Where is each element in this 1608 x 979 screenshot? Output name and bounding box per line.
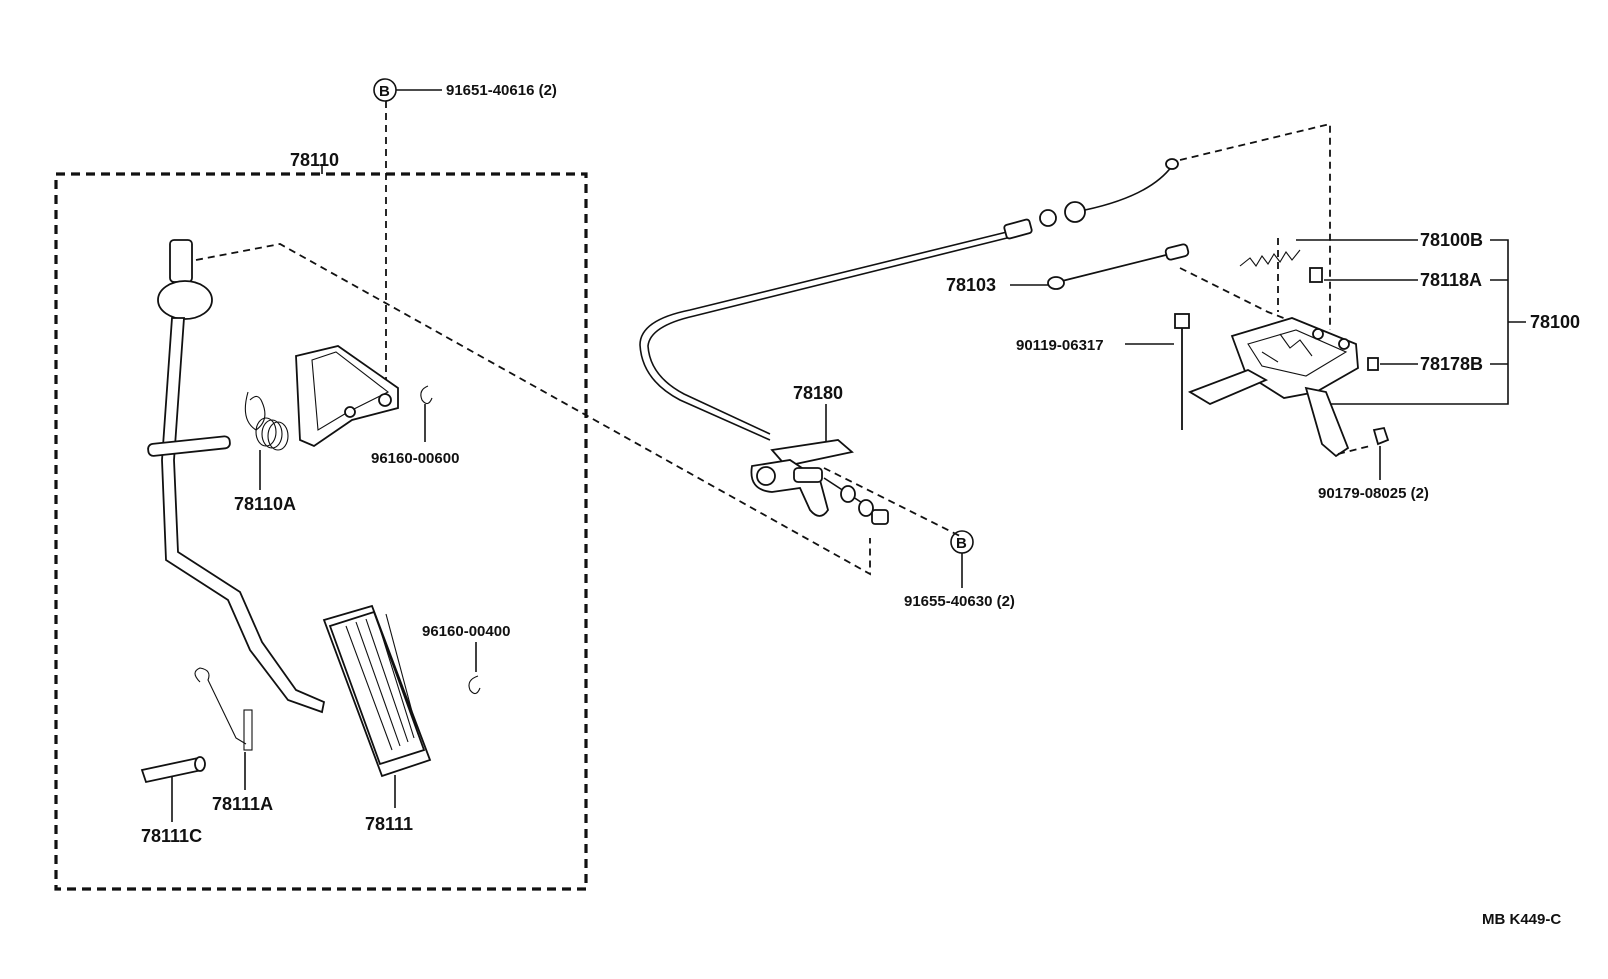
spring-78111a-wire [194,667,247,745]
link-body-face [1247,329,1348,377]
cable-fitting [1003,218,1033,240]
lever-rod [161,317,326,714]
link-lever-arm [1304,386,1350,458]
label-78103: 78103 [946,275,996,295]
spring-hook [244,391,266,431]
bracket-eye [756,466,776,486]
label-78180: 78180 [793,383,843,403]
link-assembly-78100: 78103 90119-06317 78100B 78118A 78178B 7… [946,230,1580,502]
label-78111: 78111 [365,814,413,834]
pin-head [194,756,206,772]
bracket-hole-1 [378,393,392,407]
spring-78111a: 78111A [194,667,273,814]
label-96160-00600: 96160-00600 [371,450,459,467]
link-pivot-2 [1338,338,1350,350]
dash-lever-to-bracket [195,243,871,576]
lever-pivot-shaft [147,435,231,457]
label-78110a: 78110A [234,494,296,514]
spring-coil-3 [267,421,289,451]
circle-b-bottom-letter: B [956,535,967,552]
cable-bracket-78180: 78180 B 91655-40630 (2) [750,383,1015,610]
bushing-78118a [1309,267,1323,283]
link-mount-arm [1187,369,1269,406]
lever-bushing [157,280,213,320]
link-body-detail [1261,333,1313,363]
bracket-sleeve [793,467,823,483]
bracket-nut [871,509,889,525]
pin-78111c: 78111C [140,756,206,846]
circle-b-top-letter: B [379,83,390,100]
cable-nut-1 [1039,209,1057,227]
spring-78111a-coil [243,709,253,751]
nut-90179 [1372,426,1390,446]
label-78111a: 78111A [212,794,273,814]
spring-78100b [1239,249,1301,267]
clip-96160-00600 [420,385,433,405]
pedal-pad-78111: 78111 [322,604,432,834]
label-78178b: 78178B [1420,354,1483,374]
link-pivot [1312,328,1324,340]
bolt-90119-head [1174,313,1190,329]
accelerator-cable [639,122,1331,441]
spring-78110a: 78110A [234,391,296,514]
label-78118a: 78118A [1420,270,1482,290]
pad-ribs [345,613,419,751]
bushing-78178b [1367,357,1379,371]
diagram-code: MB K449-C [1482,911,1561,928]
bracket-78100-group [1320,239,1509,405]
label-90179-08025: 90179-08025 (2) [1318,485,1429,502]
washer-2 [858,499,874,517]
cable-nut-2 [1064,201,1086,223]
label-91651-40616: 91651-40616 (2) [446,82,557,99]
dash-bolt-b-bottom [823,467,961,537]
lever-top-tab [169,239,193,283]
dash-cable-to-link [1179,122,1331,330]
cable-outer [639,229,1016,441]
rod-end-2 [1164,243,1190,261]
label-78111c: 78111C [141,826,202,846]
pedal-lever-arm [147,239,326,714]
pedal-support-bracket [295,345,399,448]
cable-outer-2 [647,235,1016,435]
bracket-hole-2 [344,406,356,418]
cable-end [1165,158,1179,170]
label-90119-06317: 90119-06317 [1016,337,1104,354]
dash-nut [1337,445,1371,455]
bracket-body [295,345,399,448]
washer-1 [840,485,856,503]
label-78100b: 78100B [1420,230,1483,250]
bracket-face [311,351,390,431]
label-96160-00400: 96160-00400 [422,623,510,640]
pedal-assembly-group: 78110 B 91651-40616 (2) 78110A [54,78,871,891]
clip-96160-00400 [468,675,481,695]
rod-78103 [1057,253,1171,283]
label-78100: 78100 [1530,312,1580,332]
assembly-boundary-78110 [54,172,588,891]
cable-inner [1084,165,1173,211]
label-91655-40630: 91655-40630 (2) [904,593,1015,610]
pad-rubber [328,610,426,766]
label-78110: 78110 [290,150,339,170]
rod-end-1 [1047,276,1065,290]
